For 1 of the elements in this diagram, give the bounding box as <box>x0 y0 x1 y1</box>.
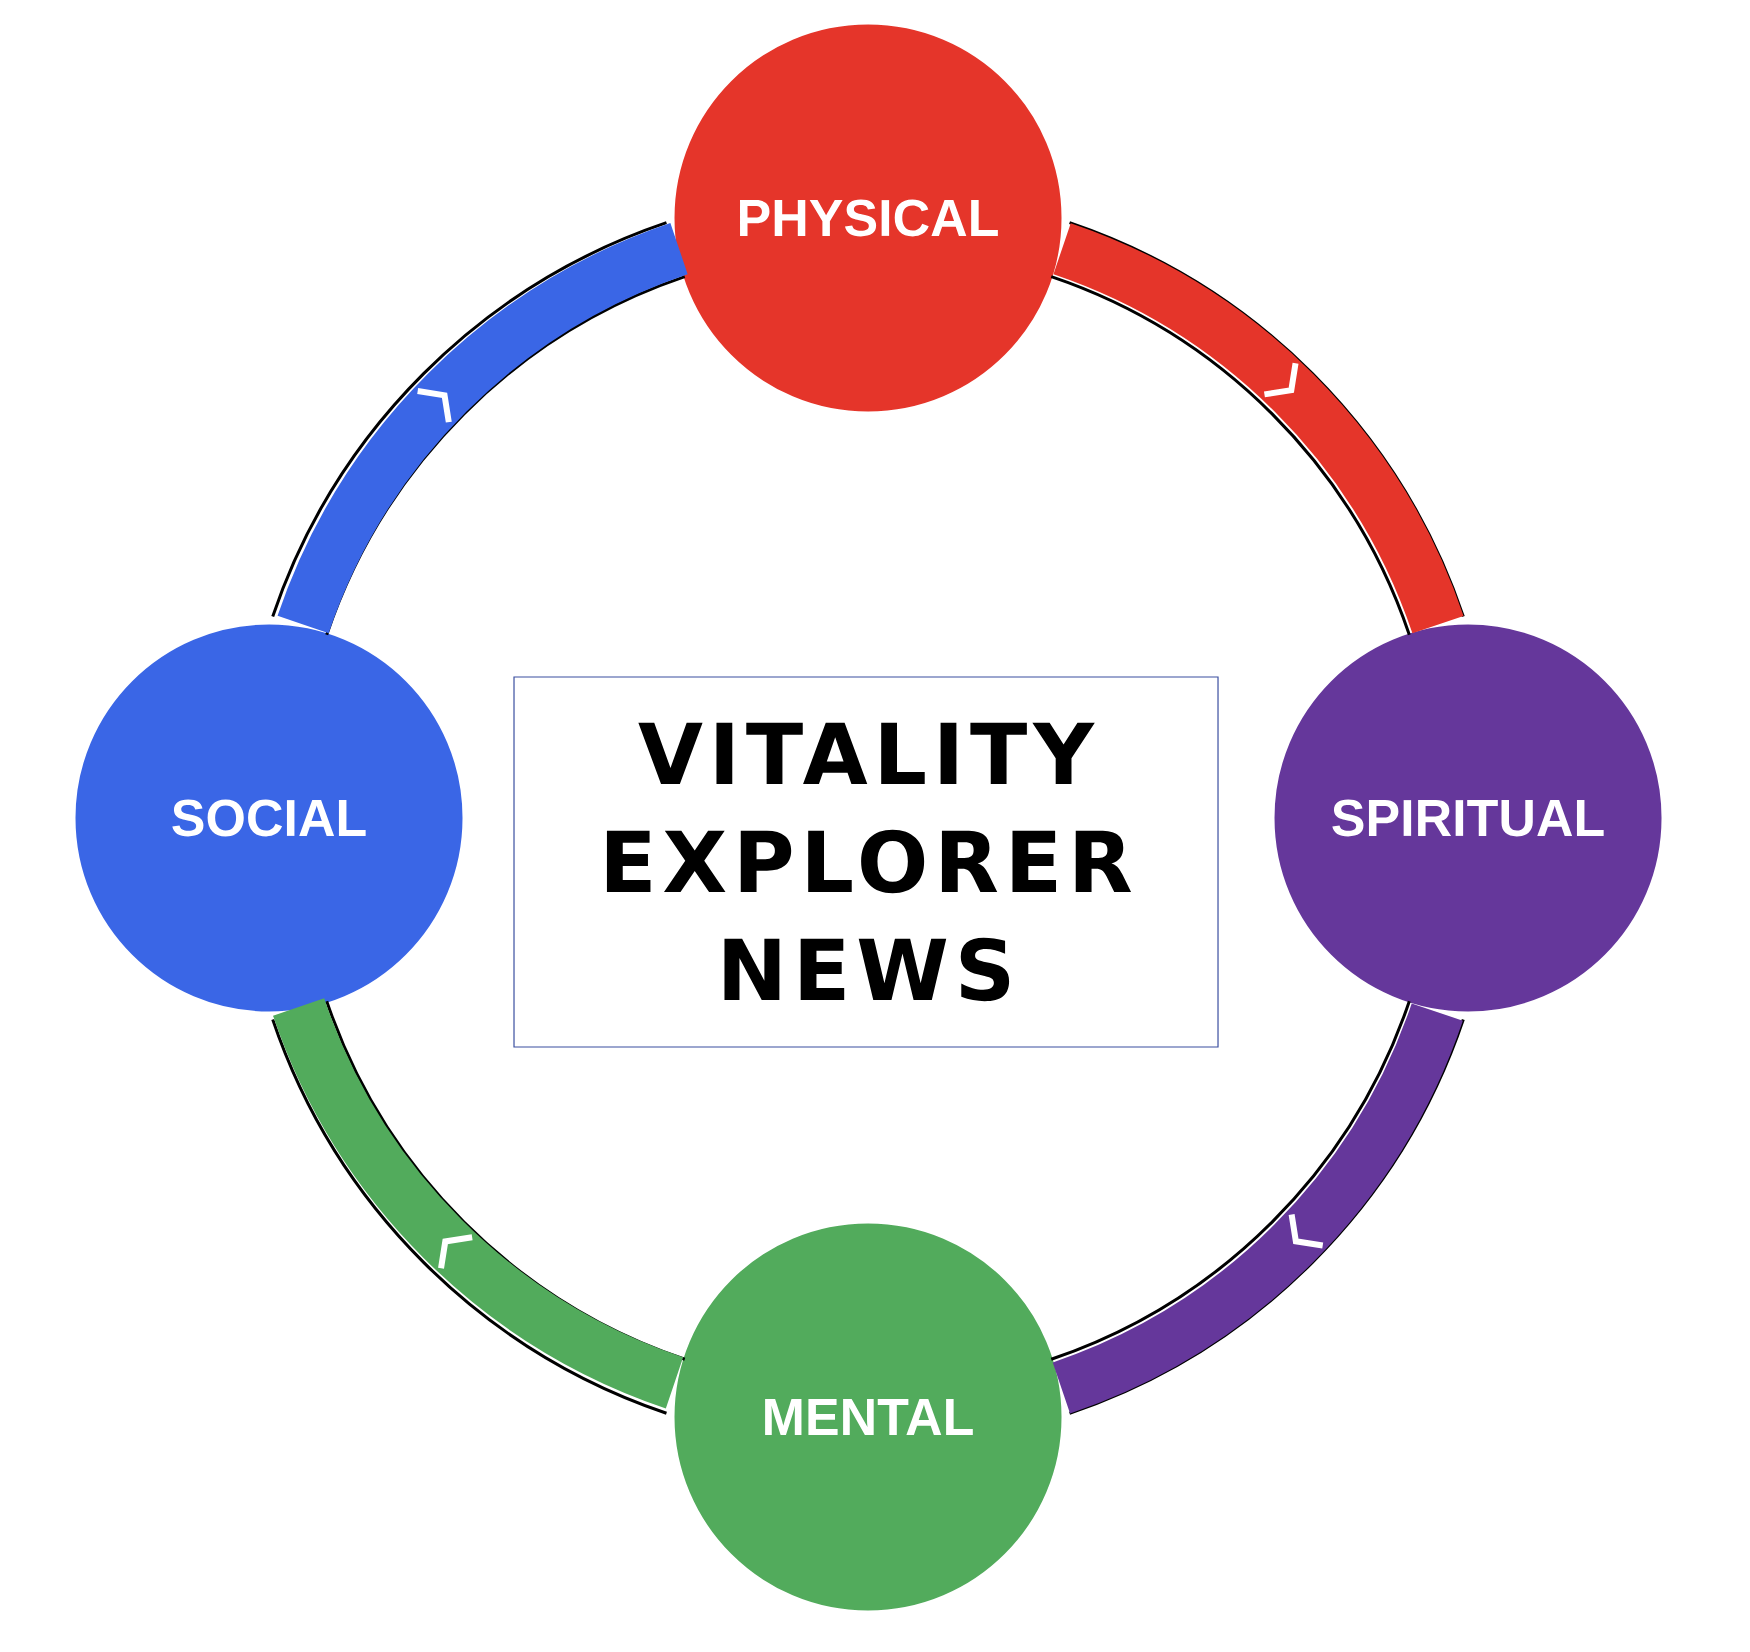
title-box: VITALITY EXPLORER NEWS <box>513 676 1219 1048</box>
